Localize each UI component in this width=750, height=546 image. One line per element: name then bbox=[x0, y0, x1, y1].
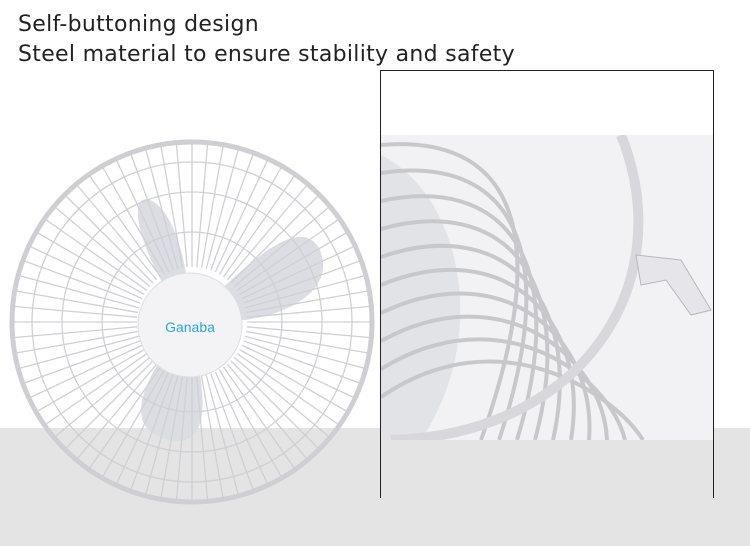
grille-spoke bbox=[14, 305, 138, 318]
grille-wire bbox=[381, 219, 550, 440]
grille-spoke bbox=[205, 374, 239, 495]
grille-spoke bbox=[243, 260, 360, 304]
grille-spoke bbox=[19, 275, 140, 309]
grille-spoke bbox=[223, 175, 295, 278]
buckle-clip bbox=[635, 254, 712, 316]
grille-spoke bbox=[30, 246, 143, 300]
grille-spoke bbox=[230, 360, 319, 449]
grille-spoke bbox=[196, 144, 209, 268]
grille-spoke bbox=[130, 154, 174, 271]
grille-spoke bbox=[233, 356, 329, 437]
caption-title: Self-buttoning design bbox=[18, 12, 259, 37]
grille-ring bbox=[61, 191, 323, 453]
grille-spoke bbox=[77, 185, 158, 281]
grille-spoke bbox=[160, 146, 184, 268]
grille-spoke bbox=[24, 260, 141, 304]
grille-spoke bbox=[145, 374, 179, 495]
grille-spoke bbox=[246, 326, 370, 339]
grille-spoke bbox=[239, 232, 347, 296]
grille-spoke bbox=[241, 246, 354, 300]
fan-product-image: Ganaba bbox=[9, 139, 375, 505]
grille-spoke bbox=[236, 353, 339, 425]
grille-spoke bbox=[175, 144, 188, 268]
grille-spoke bbox=[233, 207, 329, 288]
grille-spoke bbox=[37, 348, 145, 412]
detail-frame bbox=[380, 70, 714, 498]
grille-spoke bbox=[243, 340, 360, 384]
grille-wire bbox=[381, 314, 609, 440]
grille-spoke bbox=[246, 305, 370, 318]
fan-guard-ring bbox=[9, 139, 375, 505]
grille-spoke bbox=[55, 356, 151, 437]
grille-spoke bbox=[77, 363, 158, 459]
grille-spoke bbox=[205, 149, 239, 270]
grille-spoke bbox=[89, 175, 161, 278]
grille-spoke bbox=[230, 195, 319, 284]
caption-subtitle: Steel material to ensure stability and s… bbox=[18, 42, 515, 67]
grille-spoke bbox=[30, 344, 143, 398]
grille-spoke bbox=[246, 330, 368, 354]
grille-wire bbox=[381, 142, 520, 440]
grille-spoke bbox=[214, 371, 268, 484]
grille-spoke bbox=[244, 275, 365, 309]
grille-spoke bbox=[244, 335, 365, 369]
grille-spoke bbox=[226, 185, 307, 281]
grille-spoke bbox=[102, 369, 166, 477]
grille-spoke bbox=[175, 376, 188, 500]
grille-spoke bbox=[223, 366, 295, 469]
grille-spoke bbox=[236, 219, 339, 291]
guard-ring-closeup bbox=[390, 135, 644, 440]
grille-spoke bbox=[116, 160, 170, 273]
grille-spoke bbox=[89, 366, 161, 469]
grille-spoke bbox=[246, 290, 368, 314]
grille-spoke bbox=[45, 219, 148, 291]
fan-guard-grille bbox=[14, 144, 370, 500]
grille-ring bbox=[31, 161, 353, 483]
grille-spoke bbox=[16, 290, 138, 314]
grille-spoke bbox=[145, 149, 179, 270]
grille-spoke bbox=[116, 371, 170, 484]
grille-spoke bbox=[200, 146, 224, 268]
grille-spoke bbox=[241, 344, 354, 398]
grille-wire bbox=[381, 359, 645, 440]
detail-closeup-image bbox=[381, 135, 713, 440]
grille-spoke bbox=[16, 330, 138, 354]
grille-spoke bbox=[218, 167, 282, 275]
grille-spoke bbox=[102, 167, 166, 275]
grille-spoke bbox=[200, 376, 224, 498]
grille-spoke bbox=[160, 376, 184, 498]
grille-spoke bbox=[37, 232, 145, 296]
grille-wire bbox=[381, 337, 627, 440]
grille-spoke bbox=[19, 335, 140, 369]
grille-spoke bbox=[196, 376, 209, 500]
grille-ring bbox=[101, 231, 283, 413]
grille-spoke bbox=[24, 340, 141, 384]
grille-spoke bbox=[14, 326, 138, 339]
grille-spoke bbox=[130, 373, 174, 490]
grille-spoke bbox=[210, 154, 254, 271]
grille-spoke bbox=[65, 360, 154, 449]
fan-hub bbox=[137, 272, 243, 378]
grille-spoke bbox=[214, 160, 268, 273]
grille-spoke bbox=[45, 353, 148, 425]
grille-wire bbox=[381, 194, 539, 440]
grille-spoke bbox=[210, 373, 254, 490]
grille-wire bbox=[381, 267, 576, 440]
grille-spoke bbox=[226, 363, 307, 459]
grille-spoke bbox=[218, 369, 282, 477]
brand-logo: Ganaba bbox=[165, 319, 215, 335]
grille-wire bbox=[381, 291, 592, 440]
grille-spoke bbox=[65, 195, 154, 284]
grille-spoke bbox=[55, 207, 151, 288]
grille-spoke bbox=[239, 348, 347, 412]
